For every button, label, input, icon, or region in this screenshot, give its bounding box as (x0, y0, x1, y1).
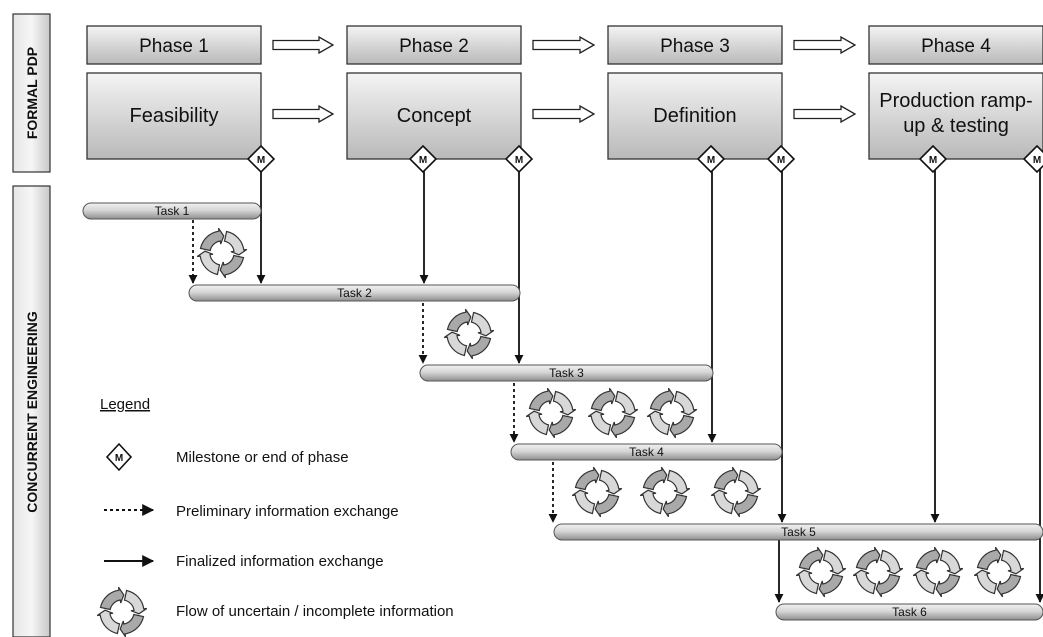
flow-cycle-icon (710, 466, 762, 518)
flow-cycle-icon (587, 387, 639, 439)
task-bar-1: Task 1 (82, 202, 262, 220)
task-label: Task 1 (155, 204, 190, 218)
task-bar-6: Task 6 (775, 603, 1043, 621)
phase-row: Phase 1 Phase 2 Phase 3 Phase 4 (86, 25, 1043, 65)
band-formal-label: FORMAL PDP (24, 47, 40, 139)
task-label: Task 5 (781, 525, 816, 539)
milestone-icon: M (1022, 144, 1043, 174)
stage-box-1: Feasibility (86, 72, 262, 160)
svg-text:M: M (1033, 155, 1041, 166)
band-concurrent-engineering: CONCURRENT ENGINEERING (12, 185, 51, 637)
flow-cycle-icon (973, 546, 1025, 598)
legend-flow-cycle-icon (96, 586, 148, 637)
svg-text:M: M (419, 155, 427, 166)
task-label: Task 4 (629, 445, 664, 459)
svg-text:M: M (777, 155, 785, 166)
phase-label: Phase 1 (139, 36, 209, 57)
phase-box-1: Phase 1 (86, 25, 262, 65)
task-bar-2: Task 2 (188, 284, 521, 302)
phase-label: Phase 3 (660, 36, 730, 57)
svg-text:M: M (707, 155, 715, 166)
flow-cycle-icon (639, 466, 691, 518)
flow-cycle-icon (646, 387, 698, 439)
svg-text:M: M (257, 155, 265, 166)
task-bar-5: Task 5 (553, 523, 1043, 541)
milestone-icon: M (504, 144, 534, 174)
stage-label: Concept (397, 105, 472, 127)
stage-box-4: Production ramp-up & testing (868, 72, 1043, 160)
flow-cycle-icon (443, 308, 495, 360)
phase-box-2: Phase 2 (346, 25, 522, 65)
band-formal-pdp: FORMAL PDP (12, 13, 51, 173)
legend-finalized-text: Finalized information exchange (176, 553, 384, 570)
phase-arrow-icon (532, 35, 596, 55)
phase-arrow-icon (272, 35, 335, 55)
legend: Legend M Milestone or end of phase Preli… (96, 396, 454, 637)
phase-label: Phase 4 (921, 36, 991, 57)
phase-label: Phase 2 (399, 36, 469, 57)
band-concurrent-label: CONCURRENT ENGINEERING (24, 311, 40, 513)
milestone-icon: M (246, 144, 276, 174)
stage-arrow-icon (272, 104, 335, 124)
task-label: Task 3 (549, 366, 584, 380)
task-bar-3: Task 3 (419, 364, 714, 382)
task-bar-4: Task 4 (510, 443, 783, 461)
milestone-icon: M (408, 144, 438, 174)
stage-label: Production ramp-up & testing (879, 90, 1032, 137)
phase-arrow-icon (793, 35, 857, 55)
task-label: Task 6 (892, 605, 927, 619)
stage-arrow-icon (532, 104, 596, 124)
milestone-icon: M (696, 144, 726, 174)
svg-text:M: M (115, 453, 123, 464)
flow-cycle-icon (912, 546, 964, 598)
stage-label: Definition (653, 105, 736, 127)
stage-row: Feasibility Concept Definition Production r… (86, 72, 1043, 160)
milestone-icon: M (766, 144, 796, 174)
flow-cycle-icon (795, 546, 847, 598)
stage-box-3: Definition (607, 72, 783, 160)
stage-box-2: Concept (346, 72, 522, 160)
flow-cycle-icon (852, 546, 904, 598)
task-label: Task 2 (337, 286, 372, 300)
flow-cycle-icon (196, 227, 248, 279)
flow-cycle-icon (525, 387, 577, 439)
flow-cycle-icon (571, 466, 623, 518)
legend-preliminary-text: Preliminary information exchange (176, 503, 399, 520)
svg-text:M: M (929, 155, 937, 166)
stage-arrow-icon (793, 104, 857, 124)
milestone-icon: M (918, 144, 948, 174)
stage-label: Feasibility (130, 105, 219, 127)
legend-title: Legend (100, 396, 150, 413)
legend-milestone-text: Milestone or end of phase (176, 449, 349, 466)
task-bars: Task 1 Task 2 Task 3 Task 4 Task 5 Task 6 (82, 202, 1043, 621)
svg-text:M: M (515, 155, 523, 166)
legend-uncertain-text: Flow of uncertain / incomplete informati… (176, 603, 454, 620)
uncertain-flow-icons (196, 227, 1025, 598)
phase-box-3: Phase 3 (607, 25, 783, 65)
phase-box-4: Phase 4 (868, 25, 1043, 65)
flow-cycle-icon (96, 586, 148, 637)
legend-milestone-icon: M (105, 442, 133, 472)
